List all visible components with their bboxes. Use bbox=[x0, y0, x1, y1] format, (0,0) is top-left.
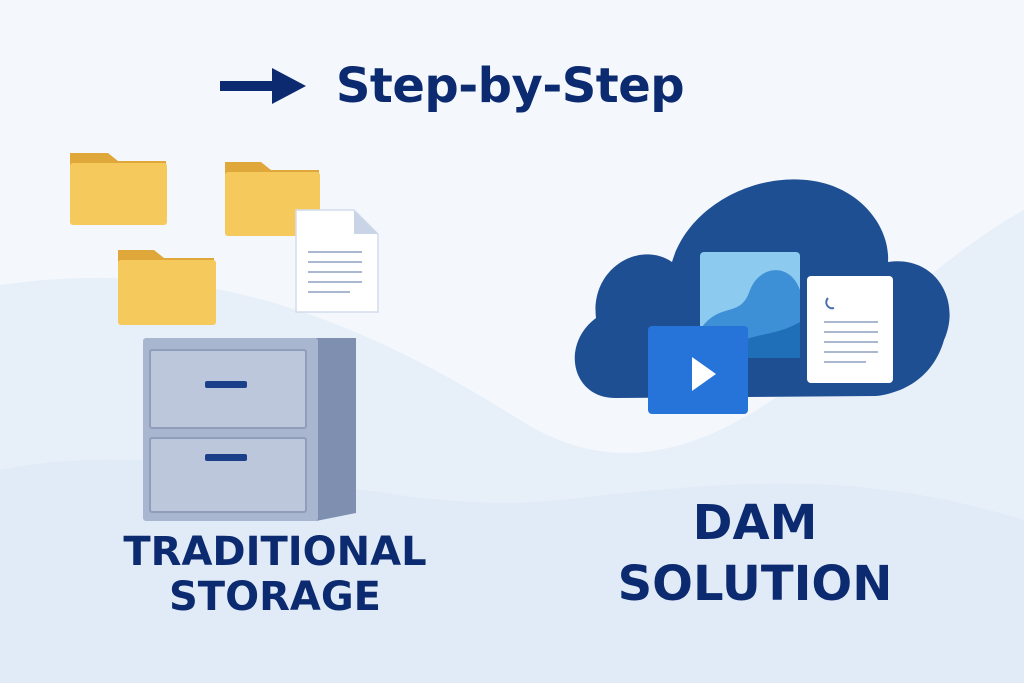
caption-line: DAM bbox=[692, 495, 818, 551]
caption-line: TRADITIONAL bbox=[123, 529, 427, 575]
dam-solution-caption: DAM SOLUTION bbox=[560, 493, 950, 616]
caption-line: SOLUTION bbox=[617, 556, 893, 613]
arrow-right-icon bbox=[219, 68, 306, 104]
document-icon bbox=[807, 276, 893, 383]
headline: Step-by-Step bbox=[0, 58, 1024, 114]
document-icon bbox=[295, 209, 379, 313]
filing-cabinet-icon bbox=[143, 338, 356, 521]
headline-text: Step-by-Step bbox=[335, 58, 685, 114]
folder-icon bbox=[70, 153, 167, 225]
caption-line: STORAGE bbox=[168, 573, 381, 620]
video-play-icon bbox=[648, 326, 748, 414]
folder-icon bbox=[118, 250, 216, 325]
traditional-storage-caption: TRADITIONAL STORAGE bbox=[70, 530, 480, 620]
